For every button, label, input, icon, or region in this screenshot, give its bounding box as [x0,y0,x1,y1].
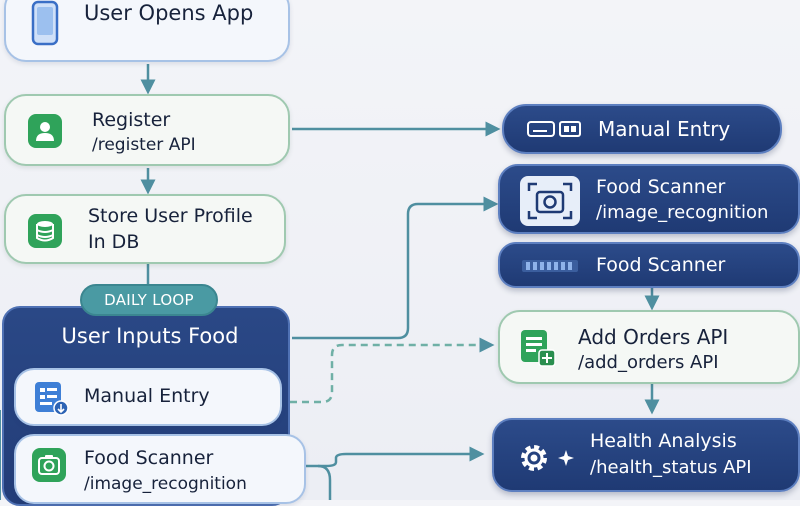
node-left-food-scanner: Food Scanner /image_recognition [14,434,306,504]
node-subtitle: /image_recognition [84,474,247,494]
node-store-user-profile: Store User Profile In DB [4,194,286,264]
document-add-icon [518,328,558,368]
node-subtitle: /health_status API [590,457,752,478]
arrow-inputs-to-food-scanner [292,196,499,340]
barcode-icon [522,258,578,274]
node-title: Food Scanner [596,176,726,198]
form-icon [32,379,70,417]
node-subtitle: /register API [92,135,196,155]
node-left-manual-entry: Manual Entry [14,368,282,426]
node-title: Health Analysis [590,430,737,452]
node-health-analysis: Health Analysis /health_status API [492,418,800,492]
arrow-manual-entry-to-add-orders-dashed [290,337,495,404]
node-title: Manual Entry [84,385,210,407]
connector-food-scanner-down [317,464,332,500]
node-title: Food Scanner [84,447,214,469]
node-right-food-scanner: Food Scanner [498,242,800,288]
node-title: Add Orders API [578,325,729,349]
node-user-opens-app: User Opens App [4,0,290,62]
node-add-orders-api: Add Orders API /add_orders API [498,310,800,384]
node-subtitle: In DB [88,231,140,253]
node-subtitle: /add_orders API [578,352,719,373]
node-register: Register /register API [4,94,290,166]
node-title: Register [92,109,171,131]
node-right-food-scanner-api: Food Scanner /image_recognition [498,164,800,234]
node-title: Manual Entry [598,117,731,141]
camera-scan-icon [520,176,580,226]
database-icon [28,214,62,248]
arrow-food-scanner-to-health [300,446,485,468]
daily-loop-label: DAILY LOOP [80,284,218,316]
smartphone-icon [30,0,60,46]
node-title: Store User Profile [88,205,253,227]
user-inputs-food-title: User Inputs Food [61,324,239,348]
node-title: User Opens App [84,1,254,25]
user-icon [28,114,62,148]
node-right-manual-entry: Manual Entry [502,104,782,154]
node-title: Food Scanner [596,254,726,276]
keyboard-icon [526,119,586,139]
gear-icon [514,438,578,478]
camera-icon [32,448,66,482]
node-subtitle: /image_recognition [596,202,769,223]
